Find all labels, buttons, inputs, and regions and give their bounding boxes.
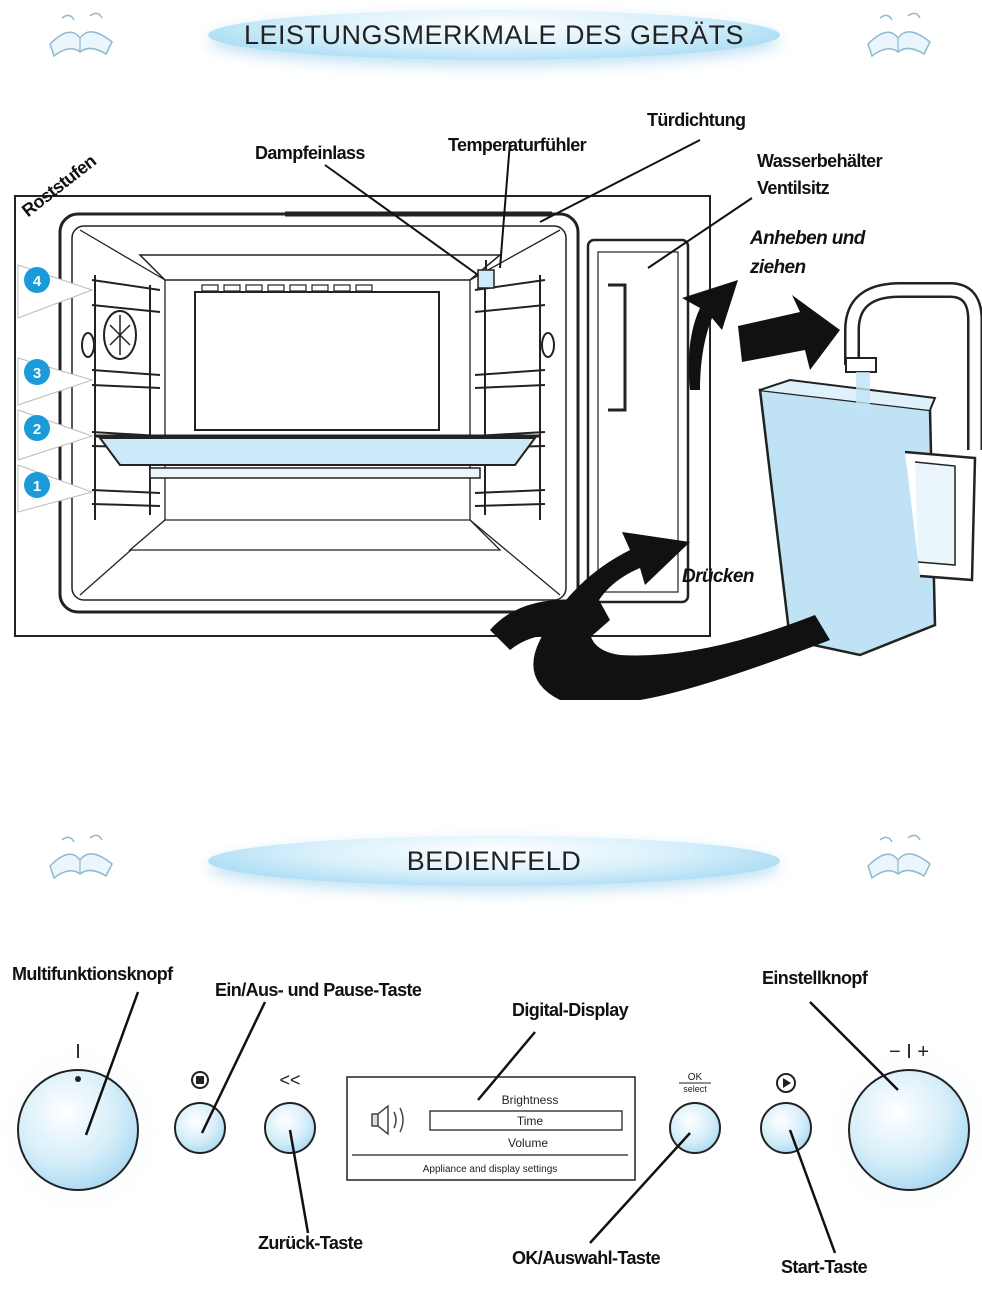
book-icon	[867, 12, 931, 58]
ok-label: OK	[688, 1072, 703, 1083]
arrow-lift	[682, 280, 840, 390]
level-marker-2: 2	[17, 409, 94, 461]
level-marker-3: 3	[17, 357, 94, 406]
leader-einstell	[809, 1001, 899, 1091]
label-einstellknopf: Einstellknopf	[762, 968, 868, 988]
leader-zurueck	[288, 1129, 310, 1234]
oven-back-wall	[194, 291, 440, 431]
section-title-controls: BEDIENFELD	[208, 836, 780, 886]
leader-einaus	[200, 1001, 267, 1134]
menu-item-time: Time	[517, 1114, 544, 1128]
menu-item-volume: Volume	[508, 1136, 548, 1150]
back-icon: <<	[279, 1070, 300, 1090]
book-icon	[49, 12, 113, 58]
top-vents	[201, 284, 373, 292]
adjust-knob[interactable]	[848, 1069, 970, 1191]
label-start: Start-Taste	[781, 1257, 868, 1277]
fan-icon	[103, 310, 137, 360]
label-temperaturfuehler: Temperaturfühler	[448, 135, 587, 155]
level-number: 2	[33, 421, 41, 438]
adjust-symbols: − I +	[889, 1041, 929, 1063]
multifunction-knob[interactable]	[17, 1069, 139, 1191]
label-digital-display: Digital-Display	[512, 1000, 629, 1020]
stop-icon	[191, 1071, 209, 1089]
display-footer: Appliance and display settings	[423, 1164, 558, 1175]
speaker-icon	[371, 1104, 404, 1136]
leader-start	[788, 1129, 837, 1254]
label-einaus: Ein/Aus- und Pause-Taste	[215, 980, 422, 1000]
rack-rails-right	[474, 275, 546, 520]
control-panel-diagram: I << Brightness Time Volume Appliance an…	[0, 991, 982, 1254]
leader-ok	[589, 1132, 691, 1244]
level-marker-1: 1	[17, 464, 94, 513]
label-druecken: Drücken	[682, 566, 754, 587]
back-button[interactable]	[264, 1102, 316, 1154]
start-button[interactable]	[760, 1102, 812, 1154]
label-zurueck: Zurück-Taste	[258, 1233, 363, 1253]
select-label: select	[683, 1084, 707, 1094]
label-multifunktionsknopf: Multifunktionsknopf	[12, 964, 173, 984]
label-tuerdichtung: Türdichtung	[647, 110, 746, 130]
leader-multifunktion	[84, 991, 140, 1136]
leader-ventilsitz	[647, 197, 753, 269]
play-icon	[776, 1073, 796, 1093]
level-number: 4	[33, 273, 42, 290]
leader-temperaturfuehler	[499, 141, 511, 269]
menu-item-brightness: Brightness	[502, 1093, 559, 1107]
leader-display	[477, 1031, 536, 1101]
water-tank-compartment	[586, 238, 690, 604]
oven-diagram: 4 3 2 1	[14, 139, 982, 700]
level-number: 3	[33, 365, 41, 382]
book-icon	[867, 834, 931, 880]
label-ventilsitz: Ventilsitz	[757, 178, 830, 198]
label-ziehen: ziehen	[750, 257, 806, 278]
book-icon	[49, 834, 113, 880]
leader-tuerdichtung	[539, 139, 701, 223]
label-anheben: Anheben und	[750, 228, 865, 249]
knob-mark: I	[75, 1041, 81, 1063]
leader-dampfeinlass	[324, 164, 479, 276]
label-wasserbehaelter: Wasserbehälter	[757, 151, 883, 171]
baking-tray	[98, 437, 537, 466]
temperature-sensor	[477, 269, 495, 289]
power-pause-button[interactable]	[174, 1102, 226, 1154]
label-ok-auswahl: OK/Auswahl-Taste	[512, 1248, 661, 1268]
level-number: 1	[33, 478, 41, 495]
level-marker-4: 4	[17, 264, 94, 319]
label-dampfeinlass: Dampfeinlass	[255, 143, 365, 163]
water-tank	[758, 378, 977, 657]
arrow-push	[533, 532, 830, 700]
faucet-icon	[844, 282, 982, 450]
menu-selection-box	[429, 1110, 623, 1131]
section-title-features: LEISTUNGSMERKMALE DES GERÄTS	[208, 10, 780, 60]
